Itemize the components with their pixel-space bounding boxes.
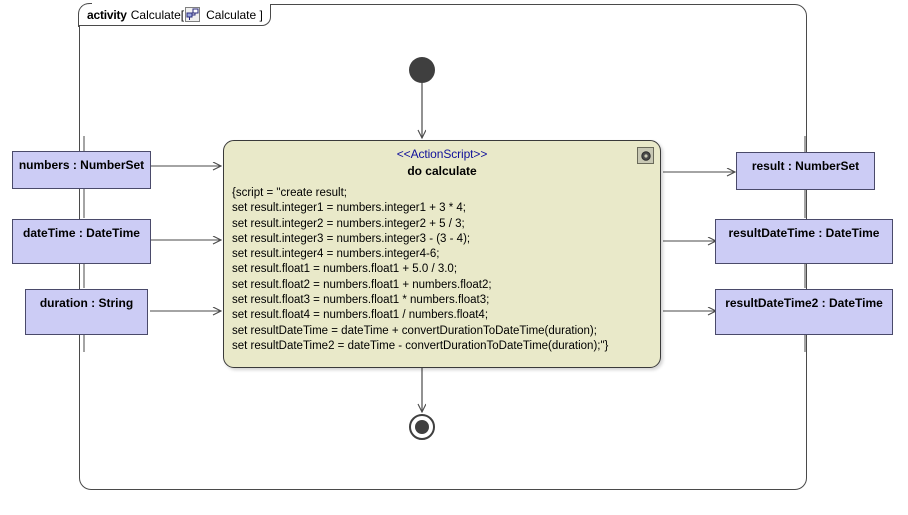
initial-node[interactable] <box>409 57 435 83</box>
output-pin-resultdatetime[interactable]: resultDateTime : DateTime <box>715 219 893 264</box>
input-pin-numbers[interactable]: numbers : NumberSet <box>12 151 151 189</box>
activity-final-node[interactable] <box>409 414 435 440</box>
action-title: do calculate <box>407 164 477 178</box>
action-stereotype: <<ActionScript>> <box>396 147 488 161</box>
frame-inner-name: Calculate ] <box>206 7 263 22</box>
script-line: {script = "create result; <box>232 187 347 199</box>
frame-name: Calculate[ <box>130 7 185 22</box>
activity-frame-tab[interactable]: activity Calculate[ Calculate ] <box>78 3 271 27</box>
output-pin-resultdatetime-label: resultDateTime : DateTime <box>728 226 880 240</box>
output-pin-result-label: result : NumberSet <box>751 159 860 173</box>
script-line: set result.float2 = numbers.float1 + num… <box>232 278 492 291</box>
action-node-do-calculate[interactable]: <<ActionScript>> do calculate {script = … <box>223 140 661 368</box>
input-pin-datetime-label: dateTime : DateTime <box>23 226 140 240</box>
activity-diagram-icon <box>185 7 201 22</box>
input-pin-datetime[interactable]: dateTime : DateTime <box>12 219 151 264</box>
frame-keyword: activity <box>87 7 127 22</box>
action-script-body: {script = "create result; set result.int… <box>232 186 660 354</box>
action-script-badge-icon <box>637 147 654 164</box>
script-line: set resultDateTime2 = dateTime - convert… <box>232 339 609 352</box>
script-line: set result.integer4 = numbers.integer4-6… <box>232 248 440 261</box>
script-line: set result.integer2 = numbers.integer2 +… <box>232 217 465 230</box>
input-pin-duration-label: duration : String <box>39 296 134 310</box>
script-line: set result.integer3 = numbers.integer3 -… <box>232 232 471 245</box>
script-line: set result.float1 = numbers.float1 + 5.0… <box>232 263 458 276</box>
input-pin-numbers-label: numbers : NumberSet <box>18 158 145 172</box>
script-line: set resultDateTime = dateTime + convertD… <box>232 324 597 337</box>
script-line: set result.integer1 = numbers.integer1 +… <box>232 202 466 215</box>
output-pin-result[interactable]: result : NumberSet <box>736 152 875 190</box>
input-pin-duration[interactable]: duration : String <box>25 289 148 335</box>
output-pin-resultdatetime2-label: resultDateTime2 : DateTime <box>725 296 883 310</box>
script-line: set result.float3 = numbers.float1 * num… <box>232 294 490 307</box>
output-pin-resultdatetime2[interactable]: resultDateTime2 : DateTime <box>715 289 893 335</box>
script-line: set result.float4 = numbers.float1 / num… <box>232 309 489 322</box>
